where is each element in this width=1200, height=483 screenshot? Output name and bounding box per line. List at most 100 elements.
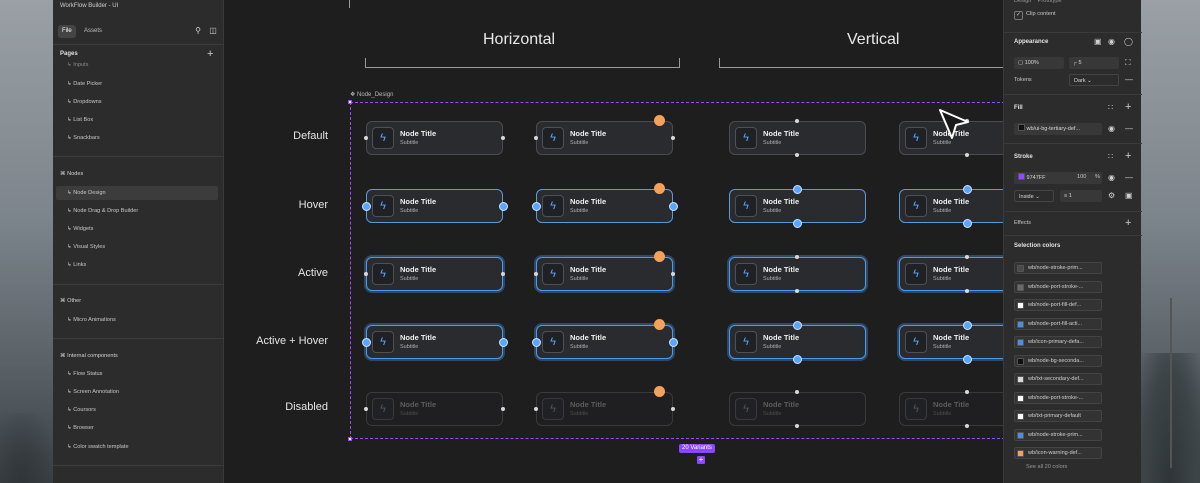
connection-port-dot[interactable] bbox=[795, 289, 799, 293]
page-micro-animations[interactable]: ↳ Micro Animations bbox=[67, 317, 116, 323]
stroke-sides-icon[interactable]: ▣ bbox=[1125, 191, 1133, 200]
visibility-icon[interactable]: ◉ bbox=[1108, 173, 1115, 182]
add-effect-icon[interactable]: + bbox=[1125, 217, 1132, 229]
connection-port-dot[interactable] bbox=[795, 390, 799, 394]
connection-port-dot[interactable] bbox=[534, 136, 538, 140]
connection-port-dot[interactable] bbox=[965, 424, 969, 428]
group-other[interactable]: ⌘ Other bbox=[60, 298, 82, 304]
connection-port-dot[interactable] bbox=[364, 407, 368, 411]
styles-grid-icon[interactable]: ∷ bbox=[1108, 103, 1114, 112]
vertical-scrollbar[interactable] bbox=[1170, 298, 1172, 468]
add-fill-icon[interactable]: + bbox=[1125, 101, 1132, 113]
page-browser[interactable]: ↳ Browser bbox=[67, 425, 94, 431]
tokens-select[interactable]: Dark ⌄ bbox=[1069, 74, 1119, 86]
variants-badge[interactable]: 20 Variants bbox=[679, 444, 715, 453]
fill-token-field[interactable]: wb/ui-bg-tertiary-def... bbox=[1014, 123, 1102, 135]
connection-port-dot[interactable] bbox=[965, 289, 969, 293]
selection-color-chip[interactable]: wb/node-port-stroke-... bbox=[1014, 280, 1102, 293]
variable-icon[interactable]: ▣ bbox=[1094, 37, 1102, 46]
selection-color-chip[interactable]: wb/node-stroke-prim... bbox=[1014, 428, 1102, 441]
expand-corners-icon[interactable]: ⛶ bbox=[1125, 58, 1131, 67]
connection-port[interactable] bbox=[498, 337, 508, 347]
page-coursors[interactable]: ↳ Coursors bbox=[67, 407, 96, 413]
resize-handle[interactable] bbox=[348, 100, 352, 104]
connection-port-dot[interactable] bbox=[795, 119, 799, 123]
connection-port-dot[interactable] bbox=[965, 255, 969, 259]
connection-port[interactable] bbox=[531, 201, 541, 211]
stroke-opacity[interactable]: 100 bbox=[1077, 174, 1087, 180]
connection-port[interactable] bbox=[792, 184, 802, 194]
visibility-icon[interactable]: ◉ bbox=[1108, 37, 1115, 46]
group-internal[interactable]: ⌘ Internal components bbox=[60, 353, 118, 359]
page-visual-styles[interactable]: ↳ Visual Styles bbox=[67, 244, 106, 250]
styles-grid-icon[interactable]: ∷ bbox=[1108, 152, 1114, 161]
connection-port-dot[interactable] bbox=[534, 407, 538, 411]
add-page-icon[interactable]: + bbox=[207, 48, 214, 60]
connection-port-dot[interactable] bbox=[364, 136, 368, 140]
connection-port[interactable] bbox=[962, 218, 972, 228]
stroke-width-field[interactable]: ≡ 1 bbox=[1060, 190, 1102, 202]
connection-port[interactable] bbox=[792, 354, 802, 364]
connection-port[interactable] bbox=[668, 337, 678, 347]
library-icon[interactable]: ◫ bbox=[209, 26, 217, 35]
connection-port-dot[interactable] bbox=[795, 424, 799, 428]
connection-port[interactable] bbox=[531, 337, 541, 347]
selection-color-chip[interactable]: wb/txt-secondary-def... bbox=[1014, 373, 1102, 385]
connection-port-dot[interactable] bbox=[501, 407, 505, 411]
page-screen-annotation[interactable]: ↳ Screen Annotation bbox=[67, 389, 119, 395]
stroke-position-select[interactable]: Inside ⌄ bbox=[1014, 190, 1054, 202]
connection-port[interactable] bbox=[962, 354, 972, 364]
file-title[interactable]: WorkFlow Builder - UI bbox=[60, 3, 119, 9]
opacity-field[interactable]: ▢ 100% bbox=[1014, 57, 1064, 69]
blend-icon[interactable]: ◯ bbox=[1124, 37, 1133, 46]
tab-assets[interactable]: Assets bbox=[84, 28, 103, 34]
page-item-cut[interactable]: ↳ Inputs bbox=[67, 62, 89, 68]
frame-label[interactable]: ❖ Node_Design bbox=[350, 92, 394, 98]
connection-port-dot[interactable] bbox=[671, 136, 675, 140]
add-variant-button[interactable]: + bbox=[697, 455, 705, 464]
connection-port-dot[interactable] bbox=[534, 272, 538, 276]
selection-color-chip[interactable]: wb/txt-primary-default bbox=[1014, 410, 1102, 422]
connection-port[interactable] bbox=[498, 201, 508, 211]
connection-port-dot[interactable] bbox=[501, 272, 505, 276]
see-all-colors-link[interactable]: See all 20 colors bbox=[1026, 464, 1068, 470]
stroke-color-field[interactable]: 9747FF bbox=[1014, 172, 1102, 184]
connection-port-dot[interactable] bbox=[364, 272, 368, 276]
panel-tab-cut[interactable]: Design Prototype bbox=[1014, 0, 1062, 4]
page-snackbars[interactable]: ↳ Snackbars bbox=[67, 135, 100, 141]
connection-port[interactable] bbox=[962, 320, 972, 330]
connection-port[interactable] bbox=[962, 184, 972, 194]
selection-color-chip[interactable]: wb/node-bg-seconda... bbox=[1014, 354, 1102, 367]
design-canvas[interactable]: Horizontal Vertical ❖ Node_Design Defaul… bbox=[224, 0, 1172, 483]
page-flow-status[interactable]: ↳ Flow Status bbox=[67, 371, 103, 377]
page-node-design[interactable]: ↳ Node Design bbox=[56, 186, 218, 200]
page-dropdowns[interactable]: ↳ Dropdowns bbox=[67, 99, 102, 105]
selection-color-chip[interactable]: wb/node-port-stroke-... bbox=[1014, 391, 1102, 404]
connection-port-dot[interactable] bbox=[795, 255, 799, 259]
selection-color-chip[interactable]: wb/node-port-fill-acti... bbox=[1014, 317, 1102, 330]
minus-icon[interactable]: — bbox=[1125, 75, 1133, 84]
stroke-settings-icon[interactable]: ⚙ bbox=[1108, 191, 1116, 200]
connection-port-dot[interactable] bbox=[795, 153, 799, 157]
remove-fill-icon[interactable]: — bbox=[1125, 124, 1133, 133]
page-widgets[interactable]: ↳ Widgets bbox=[67, 226, 94, 232]
connection-port[interactable] bbox=[361, 201, 371, 211]
connection-port-dot[interactable] bbox=[671, 407, 675, 411]
page-node-drag-drop[interactable]: ↳ Node Drag & Drop Builder bbox=[67, 208, 139, 214]
connection-port[interactable] bbox=[361, 337, 371, 347]
add-stroke-icon[interactable]: + bbox=[1125, 150, 1132, 162]
page-list-box[interactable]: ↳ List Box bbox=[67, 117, 94, 123]
